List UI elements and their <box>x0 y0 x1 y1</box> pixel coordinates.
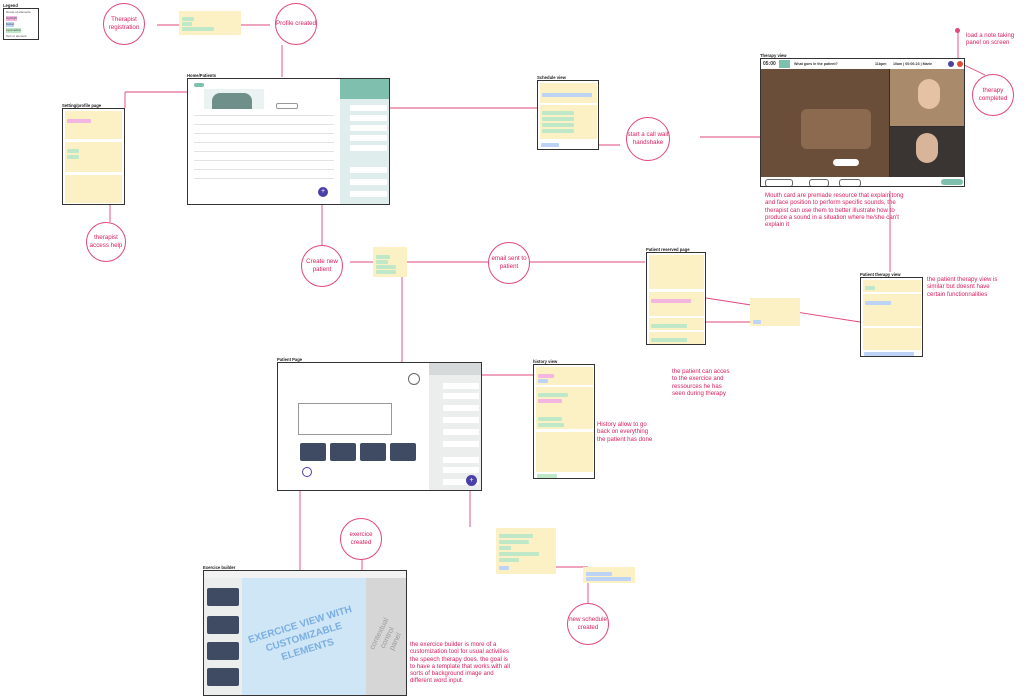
therapy-top-bar: 05:00 What goes in the patient? 11bpm 10… <box>761 59 964 69</box>
therapist-access-help-bubble: therapist access help <box>86 222 126 262</box>
legend-item: input action <box>6 28 22 33</box>
tool-button[interactable] <box>809 179 829 186</box>
therapist-video <box>890 127 964 177</box>
profile-created-bubble: Profile created <box>275 3 317 45</box>
question-label: What goes in the patient? <box>794 62 838 66</box>
settings-screen <box>62 108 125 205</box>
builder-left-panel <box>204 578 242 695</box>
patient-video <box>890 69 964 126</box>
search-button[interactable] <box>276 103 298 109</box>
schedule-sidebar <box>340 79 389 204</box>
legend-title: Legend <box>3 3 18 8</box>
exercise-details-note <box>750 298 800 326</box>
home-screen: + <box>187 78 390 205</box>
profile-info-note <box>179 11 241 35</box>
record-button[interactable] <box>941 179 963 185</box>
history-annotation: History allow to go back on everything t… <box>597 421 653 443</box>
patient-therapy-title: Patient therapy view <box>860 272 901 277</box>
note-button[interactable] <box>948 61 954 67</box>
dot-marker <box>955 28 960 33</box>
history-sidebar <box>429 363 481 490</box>
timer: 05:00 <box>763 61 776 67</box>
time-label: 10am | 00:06:23 | Marie <box>893 62 932 66</box>
tool-button[interactable] <box>839 179 861 186</box>
patient-page-title: Patient Page <box>277 357 303 362</box>
builder-annotation: the exercice builder is more of a custom… <box>410 641 510 685</box>
exercise-tile[interactable] <box>390 443 416 461</box>
legend-item: Group of elements <box>6 10 31 14</box>
stats-label: 11bpm <box>875 62 887 66</box>
patient-access-annotation: the patient can acces to the exercice an… <box>672 368 730 397</box>
exercise-tile[interactable] <box>360 443 386 461</box>
patient-page-screen: + <box>277 362 482 491</box>
home-screen-title: Home/Patients <box>187 73 217 78</box>
patient-therapy-annotation: the patient therapy view is similar but … <box>927 276 998 298</box>
settings-screen-title: Setting/profile page <box>62 103 102 108</box>
therapy-screen-title: Therapy view <box>760 53 787 58</box>
start-call-bubble: start a call wait handshake <box>626 117 670 161</box>
canvas-label: EXERCICE VIEW WITH CUSTOMIZABLE ELEMENTS <box>247 604 354 664</box>
email-sent-bubble: email sent to patient <box>488 242 530 284</box>
illustration <box>204 89 264 109</box>
exercice-created-bubble: exercice created <box>340 518 382 560</box>
patient-reserved-screen <box>646 252 706 345</box>
legend-item: highlight <box>6 16 18 21</box>
legend-item: button <box>6 22 15 27</box>
notes-area[interactable] <box>298 403 392 435</box>
builder-screen-title: Exercice builder <box>203 565 236 570</box>
create-new-patient-bubble: Create new patient <box>301 245 343 287</box>
schedule-screen-title: Schedule view <box>537 75 566 80</box>
add-schedule-button[interactable]: + <box>466 475 477 486</box>
progress-ring <box>408 373 420 385</box>
new-schedule-created-bubble: new schedule created <box>567 603 609 645</box>
logo-icon <box>194 83 204 87</box>
contextual-control-panel[interactable]: contextual control panel <box>366 578 406 695</box>
therapy-toolbar <box>761 177 964 186</box>
legend-box: Group of elements highlight button input… <box>3 8 39 40</box>
therapy-completed-bubble: therapy completed <box>972 74 1014 116</box>
history-screen <box>533 364 595 479</box>
schedule-options-note <box>583 567 635 583</box>
new-schedule-note <box>496 528 556 574</box>
pause-button[interactable] <box>779 60 790 68</box>
main-video <box>761 69 889 177</box>
load-note-annotation: load a note taking panel on screen <box>966 32 1015 47</box>
patient-therapy-screen <box>860 277 923 357</box>
exercise-tile[interactable] <box>300 443 326 461</box>
therapy-screen: 05:00 What goes in the patient? 11bpm 10… <box>760 58 965 187</box>
therapist-registration-bubble: Therapist registration <box>103 3 145 45</box>
end-call-button[interactable] <box>957 61 963 67</box>
word-input[interactable] <box>833 159 859 166</box>
add-patient-button[interactable]: + <box>318 187 328 197</box>
patient-info-note <box>373 247 407 277</box>
builder-screen: EXERCICE VIEW WITH CUSTOMIZABLE ELEMENTS… <box>203 570 407 696</box>
history-screen-title: history view <box>533 359 558 364</box>
create-exercise-button[interactable] <box>302 467 312 477</box>
exercise-tile[interactable] <box>330 443 356 461</box>
schedule-screen <box>537 80 599 150</box>
patient-reserved-title: Patient reserved page <box>646 247 690 252</box>
panel-label: contextual control panel <box>367 616 404 652</box>
exercise-canvas[interactable]: EXERCICE VIEW WITH CUSTOMIZABLE ELEMENTS <box>242 578 366 695</box>
mouth-cards-button[interactable] <box>765 179 793 186</box>
legend-item: Text or element <box>6 34 27 38</box>
mouth-card-annotation: Mouth card are premade resource that exp… <box>765 192 904 229</box>
